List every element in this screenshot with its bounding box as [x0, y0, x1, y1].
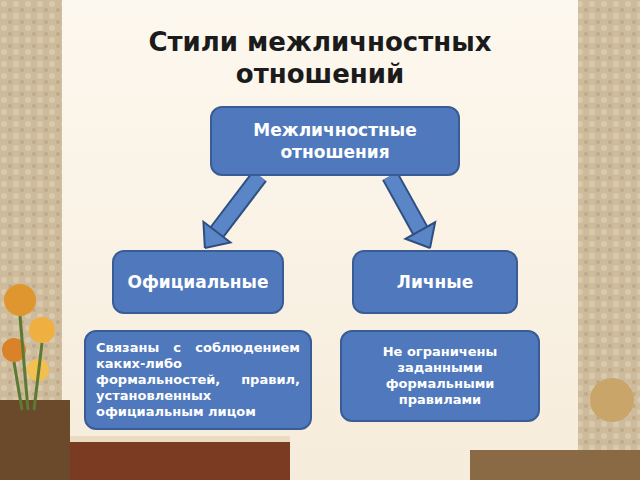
- node-text: Не ограничены заданными формальными прав…: [352, 344, 528, 408]
- block-arrow: [390, 176, 435, 248]
- title-text: Стили межличностных отношений: [148, 27, 491, 89]
- category-box: Официальные: [112, 250, 284, 314]
- arrow-outline: [390, 176, 420, 231]
- node-text: Связаны с соблюдением каких-либо формаль…: [96, 340, 300, 420]
- diagram-title: Стили межличностных отношений: [110, 26, 530, 90]
- arrow-head: [405, 222, 435, 248]
- cream-panel: [62, 0, 578, 480]
- node-text: Межличностные отношения: [222, 119, 448, 163]
- arrow-shaft: [217, 176, 260, 232]
- arrow-head: [203, 222, 230, 248]
- node-text: Официальные: [127, 271, 268, 293]
- description-box: Не ограничены заданными формальными прав…: [340, 330, 540, 422]
- flower-decoration: [0, 284, 70, 480]
- category-box: Личные: [352, 250, 518, 314]
- arrow-shaft: [390, 176, 420, 231]
- arrow-outline: [217, 176, 260, 232]
- description-box: Связаны с соблюдением каких-либо формаль…: [84, 330, 312, 430]
- node-text: Личные: [397, 271, 473, 293]
- block-arrow: [203, 176, 259, 248]
- root-box: Межличностные отношения: [210, 106, 460, 176]
